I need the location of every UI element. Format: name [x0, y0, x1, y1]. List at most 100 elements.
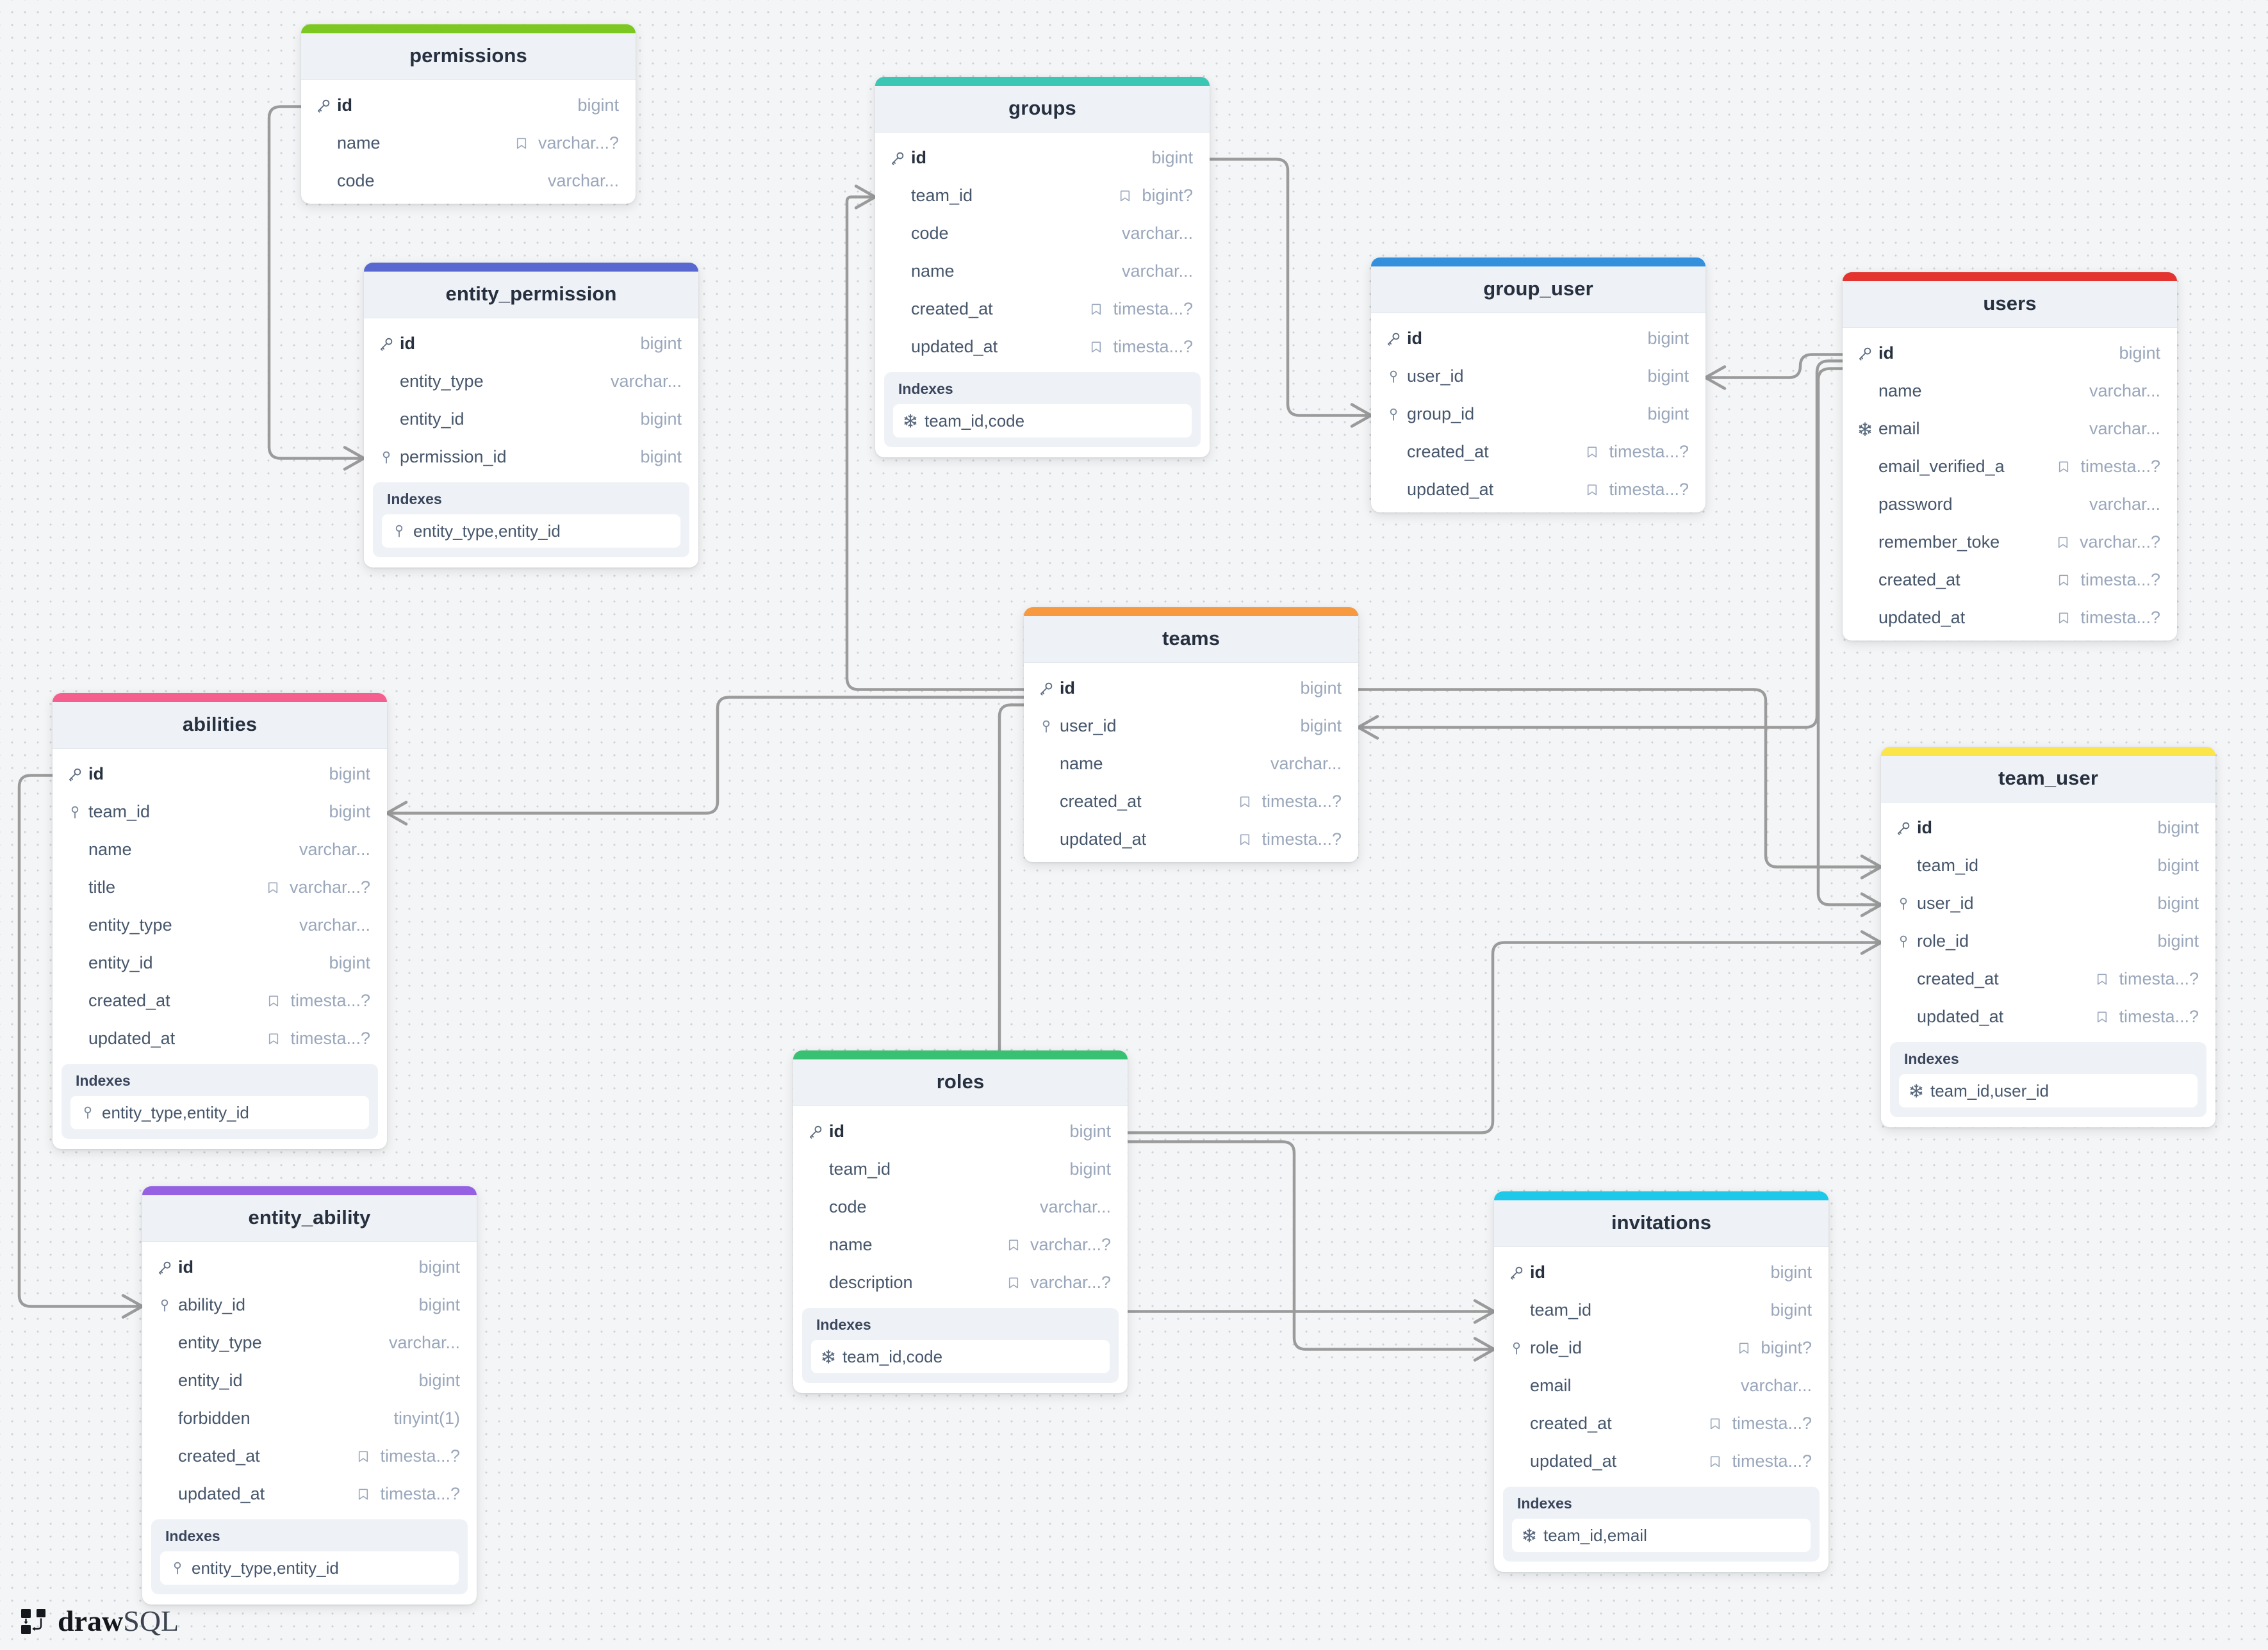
table-header[interactable]: users	[1843, 281, 2177, 328]
table-header[interactable]: abilities	[53, 702, 387, 749]
index-row[interactable]: team_id,code	[811, 1340, 1110, 1373]
table-header[interactable]: group_user	[1371, 266, 1705, 313]
table-header[interactable]: entity_permission	[364, 272, 698, 318]
table-header[interactable]: groups	[875, 86, 1210, 133]
index-row[interactable]: entity_type,entity_id	[70, 1096, 369, 1129]
field-meta: bigint	[577, 95, 619, 115]
table-header[interactable]: team_user	[1881, 756, 2215, 803]
field-meta: bigint	[1151, 148, 1193, 168]
table-header[interactable]: invitations	[1494, 1200, 1828, 1247]
table-header[interactable]: roles	[793, 1059, 1128, 1106]
index-row[interactable]: entity_type,entity_id	[160, 1551, 459, 1585]
index-row[interactable]: entity_type,entity_id	[382, 514, 680, 548]
index-row[interactable]: team_id,code	[893, 404, 1192, 437]
field-meta: varchar...	[548, 171, 619, 191]
field-name: email_verified_a	[1878, 457, 2005, 476]
table-header[interactable]: permissions	[301, 33, 636, 80]
field-type: bigint	[1300, 716, 1342, 735]
table-header[interactable]: entity_ability	[142, 1195, 477, 1242]
table-header[interactable]: teams	[1024, 616, 1358, 663]
index-row[interactable]: team_id,email	[1512, 1519, 1811, 1552]
field-name: email	[1878, 419, 1920, 438]
field-meta: bigint	[329, 802, 370, 822]
index-row[interactable]: team_id,user_id	[1899, 1074, 2198, 1107]
